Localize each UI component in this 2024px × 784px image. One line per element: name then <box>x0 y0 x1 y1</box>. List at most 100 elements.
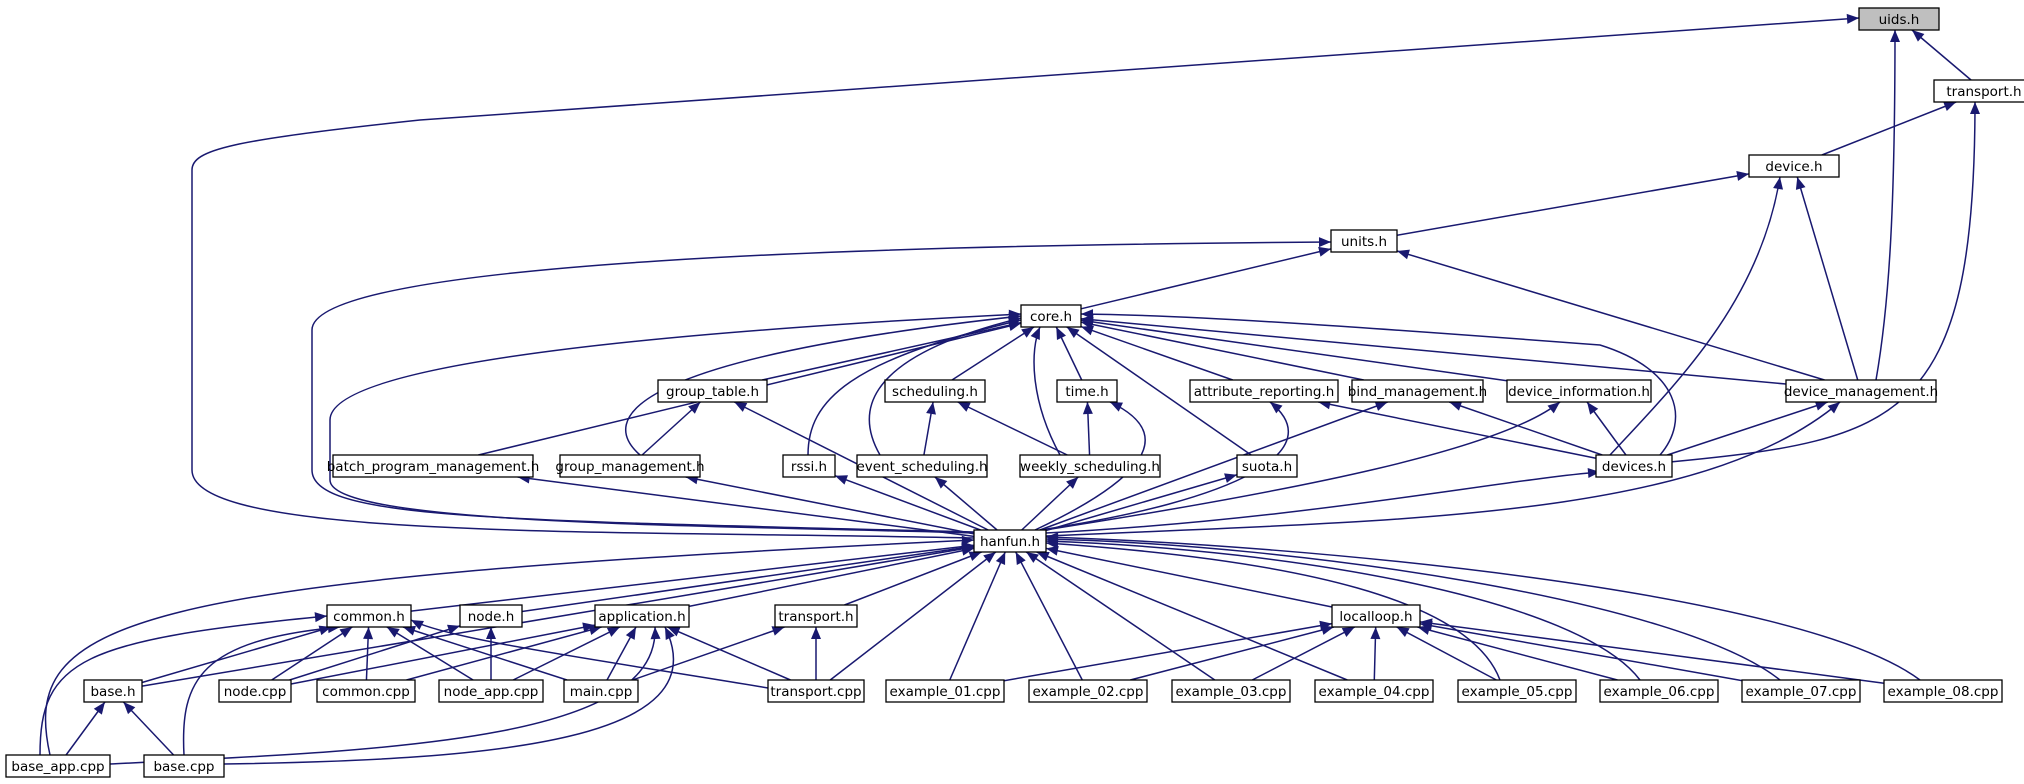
edge-hanfun-to-device_information <box>1044 401 1561 531</box>
node-device-information[interactable]: device_information.h <box>1506 379 1652 403</box>
node-label: base.h <box>90 684 135 700</box>
node-label: example_04.cpp <box>1319 684 1430 700</box>
node-transport2[interactable]: transport.h <box>774 604 858 628</box>
node-core[interactable]: core.h <box>1020 304 1082 328</box>
node-example-01[interactable]: example_01.cpp <box>885 679 1005 703</box>
edge-common_cpp-to-common <box>363 626 374 681</box>
node-device[interactable]: device.h <box>1748 154 1840 178</box>
node-label: time.h <box>1065 384 1108 400</box>
edge-base_app_cpp-to-hanfun <box>44 535 975 756</box>
node-box <box>1314 679 1434 703</box>
edge-node_cpp-to-common <box>271 626 353 681</box>
node-label: example_05.cpp <box>1462 684 1573 700</box>
edge-weekly_scheduling-to-core <box>1030 326 1061 456</box>
node-localloop[interactable]: localloop.h <box>1331 604 1421 628</box>
edge-transport_cpp-to-transport2 <box>811 627 821 680</box>
node-time[interactable]: time.h <box>1056 379 1118 403</box>
node-group-table[interactable]: group_table.h <box>657 379 768 403</box>
node-example-03[interactable]: example_03.cpp <box>1171 679 1291 703</box>
node-main-cpp[interactable]: main.cpp <box>563 679 639 703</box>
node-box <box>559 454 701 478</box>
node-label: node_app.cpp <box>444 684 539 700</box>
node-label: example_03.cpp <box>1176 684 1287 700</box>
node-box <box>1028 679 1148 703</box>
node-label: attribute_reporting.h <box>1194 384 1335 400</box>
edge-hanfun-to-units <box>311 237 1332 533</box>
node-group-management[interactable]: group_management.h <box>555 454 705 478</box>
edge-example_03-to-localloop <box>1251 626 1356 681</box>
node-box <box>884 379 986 403</box>
edge-example_04-to-hanfun <box>1036 551 1348 681</box>
edge-base-to-common <box>141 625 332 684</box>
node-label: localloop.h <box>1339 609 1412 625</box>
node-base[interactable]: base.h <box>83 679 143 703</box>
node-label: units.h <box>1341 234 1387 250</box>
edge-node_app_cpp-to-node <box>486 627 496 680</box>
node-label: common.h <box>333 609 405 625</box>
node-example-04[interactable]: example_04.cpp <box>1314 679 1434 703</box>
node-example-07[interactable]: example_07.cpp <box>1741 679 1861 703</box>
nodes-layer: uids.h transport.h device.h units.h core.h gr… <box>5 7 2024 778</box>
node-example-02[interactable]: example_02.cpp <box>1028 679 1148 703</box>
node-box <box>1330 229 1398 253</box>
edge-common-to-hanfun <box>410 541 975 612</box>
node-common-cpp[interactable]: common.cpp <box>316 679 416 703</box>
edge-weekly_scheduling-to-time <box>1082 401 1093 456</box>
edge-time-to-core <box>1055 326 1083 381</box>
node-bind-management[interactable]: bind_management.h <box>1348 379 1487 403</box>
node-device-management[interactable]: device_management.h <box>1784 379 1938 403</box>
edge-hanfun-to-event_scheduling <box>934 476 998 531</box>
node-transport[interactable]: transport.h <box>1933 79 2024 103</box>
node-box <box>1785 379 1937 403</box>
node-box <box>1171 679 1291 703</box>
node-example-05[interactable]: example_05.cpp <box>1457 679 1577 703</box>
node-label: suota.h <box>1242 459 1292 475</box>
edge-node_cpp-to-node <box>289 624 461 681</box>
node-box <box>1019 454 1161 478</box>
node-example-06[interactable]: example_06.cpp <box>1599 679 1719 703</box>
node-rssi[interactable]: rssi.h <box>782 454 836 478</box>
edge-base-to-hanfun <box>141 544 975 687</box>
node-units[interactable]: units.h <box>1330 229 1398 253</box>
node-label: group_management.h <box>555 459 704 475</box>
node-box <box>1351 379 1484 403</box>
node-node[interactable]: node.h <box>459 604 523 628</box>
node-common[interactable]: common.h <box>326 604 412 628</box>
node-base-app-cpp[interactable]: base_app.cpp <box>5 754 111 778</box>
edge-main_cpp-to-application <box>606 626 637 681</box>
node-example-08[interactable]: example_08.cpp <box>1883 679 2003 703</box>
node-label: base_app.cpp <box>11 759 104 775</box>
node-box <box>1883 679 2003 703</box>
node-label: core.h <box>1030 309 1072 325</box>
node-weekly-scheduling[interactable]: weekly_scheduling.h <box>1019 454 1161 478</box>
node-application[interactable]: application.h <box>594 604 690 628</box>
node-label: main.cpp <box>570 684 633 700</box>
edge-units-to-device <box>1396 170 1750 236</box>
node-label: example_02.cpp <box>1033 684 1144 700</box>
node-base-cpp[interactable]: base.cpp <box>143 754 225 778</box>
node-box <box>767 679 865 703</box>
edge-example_08-to-hanfun <box>1045 532 1921 681</box>
node-transport-cpp[interactable]: transport.cpp <box>767 679 865 703</box>
node-hanfun[interactable]: hanfun.h <box>973 529 1047 553</box>
node-box <box>326 604 412 628</box>
node-box <box>1741 679 1861 703</box>
edge-device_management-to-device <box>1795 176 1859 381</box>
node-box <box>1858 7 1940 31</box>
node-node-cpp[interactable]: node.cpp <box>218 679 292 703</box>
node-node-app-cpp[interactable]: node_app.cpp <box>438 679 544 703</box>
node-box <box>1506 379 1652 403</box>
node-box <box>332 454 534 478</box>
node-attribute-reporting[interactable]: attribute_reporting.h <box>1189 379 1339 403</box>
edge-device_management-to-uids <box>1875 29 1900 381</box>
edge-scheduling-to-core <box>951 326 1035 381</box>
edge-group_management-to-group_table <box>641 401 701 456</box>
node-devices[interactable]: devices.h <box>1595 454 1673 478</box>
node-event-scheduling[interactable]: event_scheduling.h <box>856 454 988 478</box>
node-uids[interactable]: uids.h <box>1858 7 1940 31</box>
node-scheduling[interactable]: scheduling.h <box>884 379 986 403</box>
edge-hanfun-to-uids <box>191 13 1860 539</box>
edge-weekly_scheduling-to-scheduling <box>957 401 1068 456</box>
node-suota[interactable]: suota.h <box>1236 454 1298 478</box>
node-batch-program-management[interactable]: batch_program_management.h <box>327 454 540 478</box>
